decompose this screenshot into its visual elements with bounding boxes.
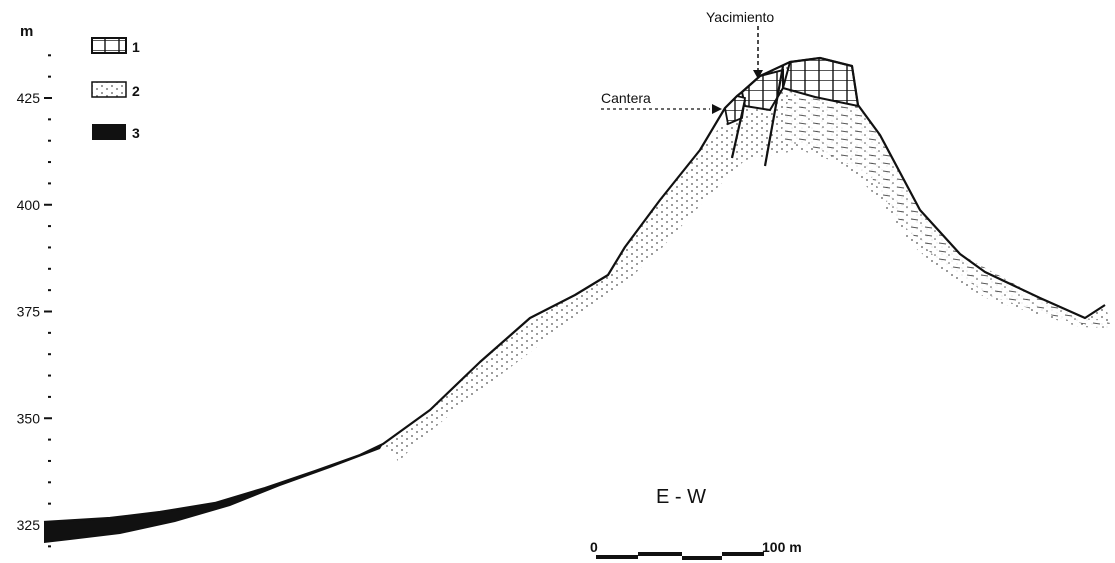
legend-swatch-black (92, 124, 126, 140)
axis-tick-label: 400 (17, 197, 41, 213)
unit-2-dotted-sediment (383, 62, 1112, 462)
legend: 1 2 3 (92, 38, 140, 141)
legend-item-1: 1 (92, 38, 140, 55)
axis-tick-label: 375 (17, 304, 41, 320)
legend-item-3: 3 (92, 124, 140, 141)
legend-swatch-limestone (92, 38, 126, 53)
cantera-label: Cantera (601, 90, 651, 106)
legend-swatch-sediment (92, 82, 126, 97)
scale-bar-segment (638, 552, 682, 556)
orientation-label: E - W (656, 486, 706, 508)
scale-bar-segment (682, 556, 722, 560)
scale-bar-end-label: 100 m (762, 539, 802, 555)
scale-bar: 0 100 m (590, 539, 802, 560)
axis-minor-ticks (48, 55, 51, 546)
scale-bar-start-label: 0 (590, 539, 598, 555)
unit-2-dashed-band (780, 90, 1110, 330)
scale-bar-segment (596, 555, 638, 559)
elevation-axis: m 425 400 375 350 325 (17, 23, 52, 546)
axis-major-ticks: 425 400 375 350 325 (17, 90, 52, 533)
axis-tick-label: 325 (17, 517, 41, 533)
scale-bar-segment (722, 552, 764, 556)
cantera-arrowhead (712, 104, 722, 114)
topographic-profile (44, 58, 1105, 522)
axis-tick-label: 350 (17, 410, 41, 426)
legend-key-1: 1 (132, 39, 140, 55)
legend-key-2: 2 (132, 83, 140, 99)
axis-tick-label: 425 (17, 90, 41, 106)
legend-key-3: 3 (132, 125, 140, 141)
yacimiento-label: Yacimiento (706, 9, 774, 25)
axis-unit-label: m (20, 23, 33, 40)
unit-3-black-deposit (44, 444, 383, 543)
legend-item-2: 2 (92, 82, 140, 99)
